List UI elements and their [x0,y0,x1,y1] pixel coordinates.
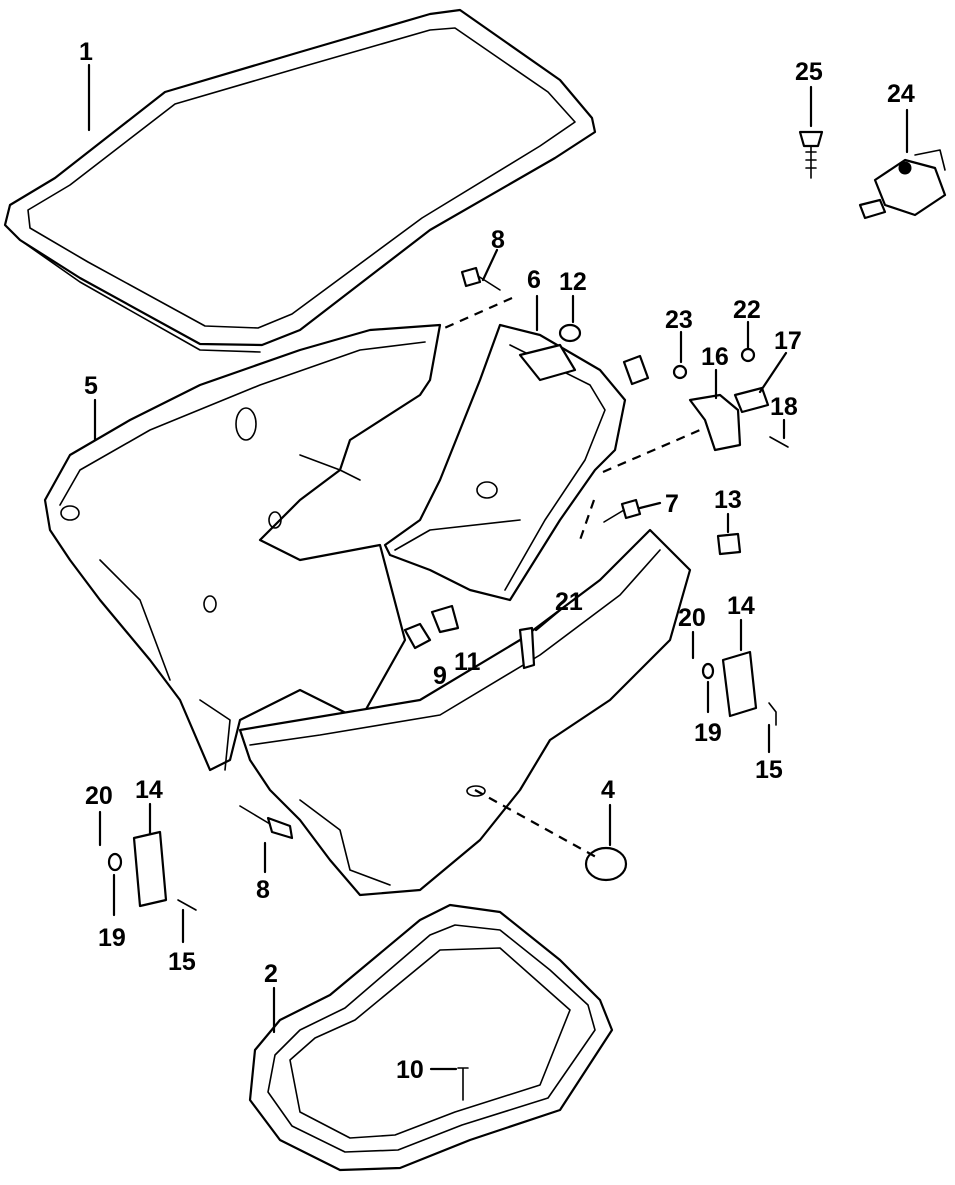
callout-14-left: 14 [135,776,163,804]
part-24-fitting [858,149,947,220]
assembly-lines [439,296,701,858]
callout-24: 24 [887,80,915,108]
callout-4: 4 [601,776,615,804]
callout-21: 21 [555,588,583,616]
callout-labels: 1 2 4 5 6 7 8 8 9 10 11 12 13 14 14 15 1… [79,38,915,1084]
callout-2: 2 [264,960,278,988]
part-25-screw [798,130,824,179]
callout-17: 17 [774,327,802,355]
part-5-upper-cowl [43,323,442,772]
callout-9: 9 [433,662,447,690]
callout-6: 6 [527,266,541,294]
leader-lines [87,63,909,1071]
callout-11: 11 [454,648,481,676]
callout-12: 12 [559,268,587,296]
callout-18: 18 [770,393,798,421]
callout-7: 7 [665,490,679,518]
callout-16: 16 [701,343,729,371]
part-2-bottom-seal [248,903,614,1172]
callout-8-top: 8 [491,226,505,254]
callout-14-right: 14 [727,592,755,620]
callout-5: 5 [84,372,98,400]
callout-23: 23 [665,306,693,334]
callout-19-left: 19 [98,924,126,952]
callout-25: 25 [795,58,823,86]
hardware-pieces [107,266,789,1101]
callout-8-bottom: 8 [256,876,270,904]
callout-15-left: 15 [168,948,196,976]
callout-20-left: 20 [85,782,113,810]
callout-22: 22 [733,296,761,324]
callout-19-right: 19 [694,719,722,747]
callout-15-right: 15 [755,756,783,784]
part-1-top-seal [3,8,597,353]
callout-10: 10 [396,1056,424,1084]
callout-13: 13 [714,486,742,514]
callout-1: 1 [79,38,93,66]
part-6-bracket-panel [383,323,627,602]
lower-cowl-body [238,528,692,897]
callout-20-right: 20 [678,604,706,632]
